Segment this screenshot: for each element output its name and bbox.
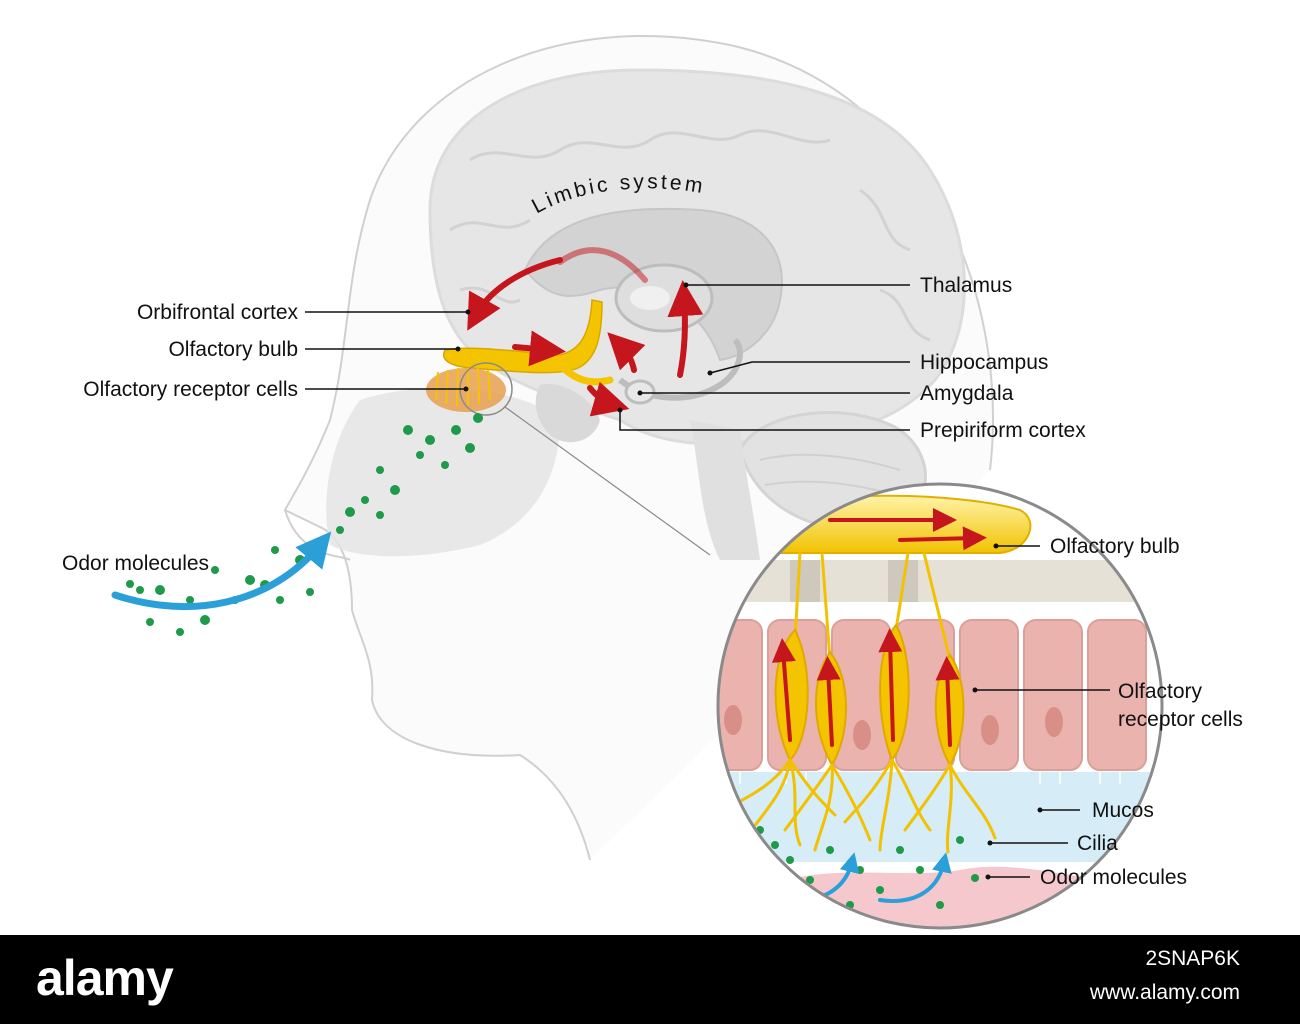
label-thalamus: Thalamus xyxy=(920,274,1012,297)
brand-logo: alamy xyxy=(36,950,174,1006)
stock-footer-bar: alamy 2SNAP6K www.alamy.com xyxy=(0,935,1300,1024)
image-id: 2SNAP6K xyxy=(1145,947,1240,970)
label-amygdala: Amygdala xyxy=(920,382,1014,405)
label-olfactory-bulb: Olfactory bulb xyxy=(168,338,298,361)
label-hippocampus: Hippocampus xyxy=(920,351,1048,374)
limbic-pathway-arrows xyxy=(467,247,704,417)
label-orbifrontal-cortex: Orbifrontal cortex xyxy=(137,301,299,324)
inset-label-mucos: Mucos xyxy=(1092,799,1154,822)
inset-label-receptor-line2: receptor cells xyxy=(1118,708,1243,731)
site-url: www.alamy.com xyxy=(1089,981,1240,1004)
airflow-arrow-head xyxy=(111,531,332,611)
label-olfactory-receptor-cells: Olfactory receptor cells xyxy=(83,378,298,401)
label-odor-molecules: Odor molecules xyxy=(62,552,209,575)
nasal-cavity xyxy=(326,388,560,557)
inset-label-odor-molecules: Odor molecules xyxy=(1040,866,1187,889)
inset-label-cilia: Cilia xyxy=(1077,832,1118,855)
inset-label-olfactory-bulb: Olfactory bulb xyxy=(1050,535,1180,558)
leader-lines xyxy=(305,284,1110,878)
inset-label-receptor-line1: Olfactory xyxy=(1118,680,1203,703)
olfactory-diagram: Limbic system Orbifrontal cortex Olfacto… xyxy=(62,34,1243,930)
label-prepiriform-cortex: Prepiriform cortex xyxy=(920,419,1086,442)
magnified-inset xyxy=(716,482,1164,930)
